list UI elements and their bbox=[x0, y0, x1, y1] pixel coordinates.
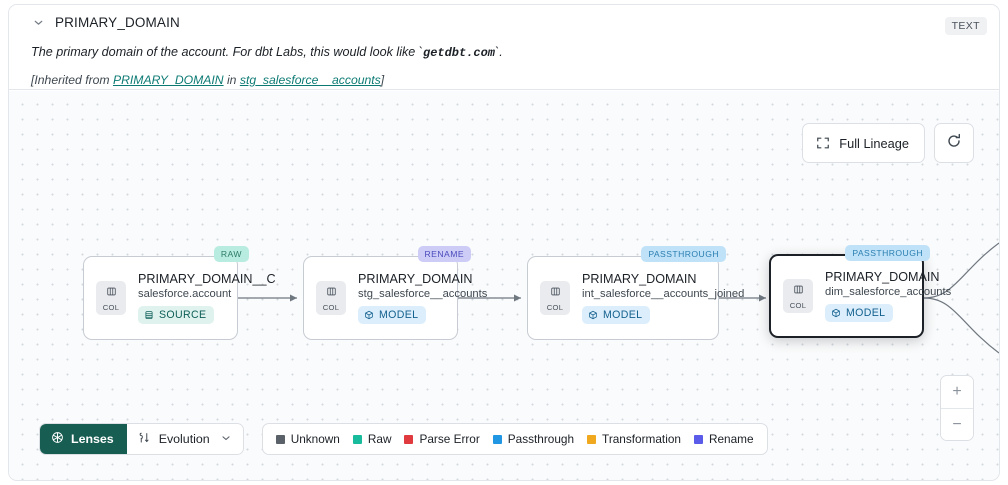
node-kind-badge: RENAME bbox=[417, 246, 471, 262]
node-subtitle: salesforce.account bbox=[138, 288, 232, 300]
node-body: PRIMARY_DOMAIN int_salesforce__accounts_… bbox=[582, 272, 744, 324]
page-title: PRIMARY_DOMAIN bbox=[55, 15, 180, 30]
node-type-label: MODEL bbox=[603, 309, 643, 321]
column-header: PRIMARY_DOMAIN TEXT The primary domain o… bbox=[9, 5, 999, 90]
inherited-from-note: [Inherited from PRIMARY_DOMAIN in stg_sa… bbox=[31, 73, 384, 87]
column-icon bbox=[793, 282, 804, 300]
lineage-node[interactable]: RENAME COL PRIMARY_DOMAIN stg_salesforce… bbox=[303, 246, 487, 340]
node-kind-badge: PASSTHROUGH bbox=[641, 246, 726, 262]
legend-label: Unknown bbox=[290, 432, 340, 446]
column-icon bbox=[550, 284, 561, 302]
column-header-row: PRIMARY_DOMAIN bbox=[9, 15, 180, 30]
legend-label: Passthrough bbox=[507, 432, 575, 446]
column-icon bbox=[106, 284, 117, 302]
column-chip-label: COL bbox=[322, 303, 340, 312]
evolution-label: Evolution bbox=[158, 432, 210, 446]
lineage-node[interactable]: PASSTHROUGH COL PRIMARY_DOMAIN int_sales… bbox=[527, 246, 744, 340]
column-chip: COL bbox=[96, 281, 126, 315]
node-title: PRIMARY_DOMAIN bbox=[582, 272, 697, 286]
aperture-icon bbox=[51, 431, 64, 447]
node-type-badge: MODEL bbox=[358, 306, 427, 324]
legend-item[interactable]: Unknown bbox=[275, 432, 340, 446]
node-title: PRIMARY_DOMAIN bbox=[825, 270, 940, 284]
node-type-badge: MODEL bbox=[825, 304, 894, 322]
refresh-icon bbox=[946, 133, 962, 154]
lineage-node[interactable]: RAW COL PRIMARY_DOMAIN__C salesforce.acc… bbox=[83, 246, 276, 340]
cube-icon bbox=[831, 308, 841, 318]
status-badge: TEXT bbox=[944, 17, 987, 35]
description-code: getdbt.com bbox=[423, 46, 496, 60]
node-title: PRIMARY_DOMAIN__C bbox=[138, 272, 276, 286]
zoom-in-button[interactable]: + bbox=[941, 376, 973, 408]
node-type-label: MODEL bbox=[846, 307, 886, 319]
column-chip-label: COL bbox=[546, 303, 564, 312]
full-lineage-button[interactable]: Full Lineage bbox=[802, 123, 925, 163]
node-body: PRIMARY_DOMAIN stg_salesforce__accounts … bbox=[358, 272, 487, 324]
lineage-legend: Unknown Raw Parse Error Passthrough bbox=[261, 423, 768, 455]
column-chip: COL bbox=[316, 281, 346, 315]
column-icon bbox=[326, 284, 337, 302]
legend-swatch-transformation bbox=[587, 434, 597, 444]
lenses-evolution-group: Lenses Evolution bbox=[39, 423, 244, 455]
inherited-model-link[interactable]: stg_salesforce__accounts bbox=[239, 73, 381, 87]
node-body: PRIMARY_DOMAIN dim_salesforce_accounts M… bbox=[825, 270, 951, 322]
node-subtitle: dim_salesforce_accounts bbox=[825, 286, 952, 298]
inherited-column-link[interactable]: PRIMARY_DOMAIN bbox=[112, 73, 224, 87]
legend-item[interactable]: Parse Error bbox=[404, 432, 480, 446]
node-type-badge: MODEL bbox=[582, 306, 651, 324]
zoom-controls: + − bbox=[940, 375, 974, 441]
inherit-post: ] bbox=[380, 73, 385, 87]
refresh-button[interactable] bbox=[934, 123, 974, 163]
column-chip: COL bbox=[540, 281, 570, 315]
node-kind-badge: RAW bbox=[213, 246, 249, 262]
database-icon bbox=[144, 310, 154, 320]
chevron-down-icon[interactable] bbox=[31, 16, 45, 30]
inherit-mid: in bbox=[223, 73, 240, 87]
node-kind-badge: PASSTHROUGH bbox=[845, 245, 930, 261]
lenses-button[interactable]: Lenses bbox=[40, 424, 127, 454]
expand-icon bbox=[816, 136, 830, 150]
legend-swatch-unknown bbox=[275, 434, 285, 444]
description-pre: The primary domain of the account. For d… bbox=[31, 45, 423, 59]
legend-swatch-passthrough bbox=[492, 434, 502, 444]
column-description: The primary domain of the account. For d… bbox=[31, 45, 503, 60]
column-chip-label: COL bbox=[789, 301, 807, 310]
legend-item[interactable]: Passthrough bbox=[492, 432, 575, 446]
node-type-label: MODEL bbox=[379, 309, 419, 321]
lenses-label: Lenses bbox=[71, 432, 114, 446]
legend-swatch-raw bbox=[352, 434, 362, 444]
column-chip: COL bbox=[783, 279, 813, 313]
description-post: `. bbox=[495, 45, 503, 59]
legend-item[interactable]: Transformation bbox=[587, 432, 681, 446]
chevron-down-icon bbox=[220, 432, 232, 447]
column-detail-panel: PRIMARY_DOMAIN TEXT The primary domain o… bbox=[8, 4, 1000, 481]
legend-swatch-parse-error bbox=[404, 434, 414, 444]
column-chip-label: COL bbox=[102, 303, 120, 312]
node-type-label: SOURCE bbox=[159, 309, 207, 321]
legend-label: Raw bbox=[367, 432, 392, 446]
legend-swatch-rename bbox=[693, 434, 703, 444]
node-title: PRIMARY_DOMAIN bbox=[358, 272, 473, 286]
canvas-bottom-toolbar: Lenses Evolution U bbox=[39, 423, 768, 455]
node-subtitle: int_salesforce__accounts_joined bbox=[582, 288, 745, 300]
zoom-out-button[interactable]: − bbox=[941, 408, 973, 440]
lineage-node-selected[interactable]: PASSTHROUGH COL PRIMARY_DOMAIN dim_sales… bbox=[769, 245, 951, 338]
full-lineage-label: Full Lineage bbox=[839, 135, 909, 151]
lineage-canvas[interactable]: RAW COL PRIMARY_DOMAIN__C salesforce.acc… bbox=[9, 91, 999, 480]
cube-icon bbox=[588, 310, 598, 320]
node-type-badge: SOURCE bbox=[138, 306, 215, 324]
legend-item[interactable]: Raw bbox=[352, 432, 392, 446]
legend-label: Parse Error bbox=[419, 432, 480, 446]
inherit-pre: [Inherited from bbox=[31, 73, 113, 87]
canvas-top-controls: Full Lineage bbox=[802, 123, 974, 163]
node-body: PRIMARY_DOMAIN__C salesforce.account SOU… bbox=[138, 272, 276, 324]
legend-label: Rename bbox=[708, 432, 754, 446]
evolution-dropdown[interactable]: Evolution bbox=[126, 424, 243, 454]
cube-icon bbox=[364, 310, 374, 320]
evolution-icon bbox=[138, 431, 151, 448]
legend-item[interactable]: Rename bbox=[693, 432, 754, 446]
legend-label: Transformation bbox=[602, 432, 681, 446]
node-subtitle: stg_salesforce__accounts bbox=[358, 288, 488, 300]
